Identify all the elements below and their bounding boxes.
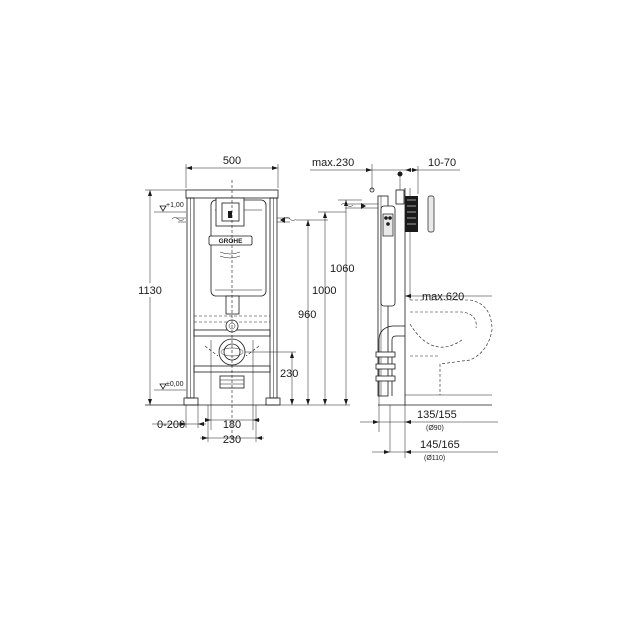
flush-plate-side — [427, 195, 435, 233]
side-flush-plate — [405, 195, 435, 233]
side-frame-profile — [377, 189, 405, 397]
dim-max-230: max.230 — [310, 157, 411, 190]
wc-pan-outline — [409, 299, 493, 395]
brand-text: GROHE — [219, 238, 244, 245]
frame-left-foot — [183, 397, 199, 406]
dim-145-165-label: 145/165 — [420, 439, 460, 451]
drain-coupling-3 — [375, 375, 396, 382]
dim-145-165: 145/165 (Ø110) — [372, 405, 498, 462]
water-inlets — [171, 217, 297, 223]
dim-width-500: 500 — [185, 155, 279, 188]
drain-height-label: 230 — [280, 368, 298, 380]
dim-max-620: max.620 — [405, 291, 492, 303]
dim-230-width: 230 — [200, 405, 264, 446]
side-frame-top — [395, 189, 405, 205]
dim-1060: 1060 — [330, 199, 362, 405]
dim-diameter-110-label: (Ø110) — [424, 455, 445, 462]
brand-label — [208, 235, 253, 246]
dim-180-label: 180 — [223, 419, 241, 431]
frame-right-foot — [265, 397, 281, 406]
range-10-70-label: 10-70 — [428, 157, 456, 169]
cistern: GROHE — [208, 197, 267, 333]
drain-coupling-2 — [375, 363, 396, 370]
center-mark-dot — [397, 171, 403, 177]
width-label: 500 — [223, 155, 241, 167]
level-marker-top: +1,00 — [154, 202, 186, 213]
max-620-label: max.620 — [422, 291, 464, 303]
side-drain-pipe — [375, 325, 405, 396]
dim-diameter-90-label: (Ø90) — [426, 425, 444, 432]
drain-coupling-1 — [375, 351, 396, 358]
dim-960: 960 — [296, 219, 328, 405]
dim-drain-height-230: 230 — [245, 351, 298, 405]
dim-1000-label: 1000 — [312, 285, 336, 297]
dim-10-70: 10-70 — [405, 157, 460, 194]
dim-1000: 1000 — [312, 211, 346, 405]
dim-960-label: 960 — [298, 309, 316, 321]
side-view: max.230 10-70 max.620 135/155 (Ø90) — [310, 157, 498, 462]
max-230-label: max.230 — [312, 157, 354, 169]
dim-1060-label: 1060 — [330, 263, 354, 275]
dim-0-200: 0-200 — [152, 405, 206, 431]
cistern-outlet — [225, 295, 240, 315]
level-top-label: +1,00 — [166, 202, 184, 209]
front-view: GROHE — [134, 155, 362, 446]
dim-180: 180 — [205, 372, 260, 431]
dim-230-width-label: 230 — [223, 434, 241, 446]
level-marker-floor: ±0,00 — [154, 381, 186, 391]
flush-actuator-box — [405, 196, 418, 232]
level-floor-label: ±0,00 — [166, 381, 184, 388]
dim-0-200-label: 0-200 — [157, 419, 185, 431]
dim-135-155: 135/155 (Ø90) — [360, 396, 498, 458]
height-label: 1130 — [138, 285, 162, 297]
dim-135-155-label: 135/155 — [417, 409, 457, 421]
dim-height-1130: 1130 — [134, 189, 186, 405]
